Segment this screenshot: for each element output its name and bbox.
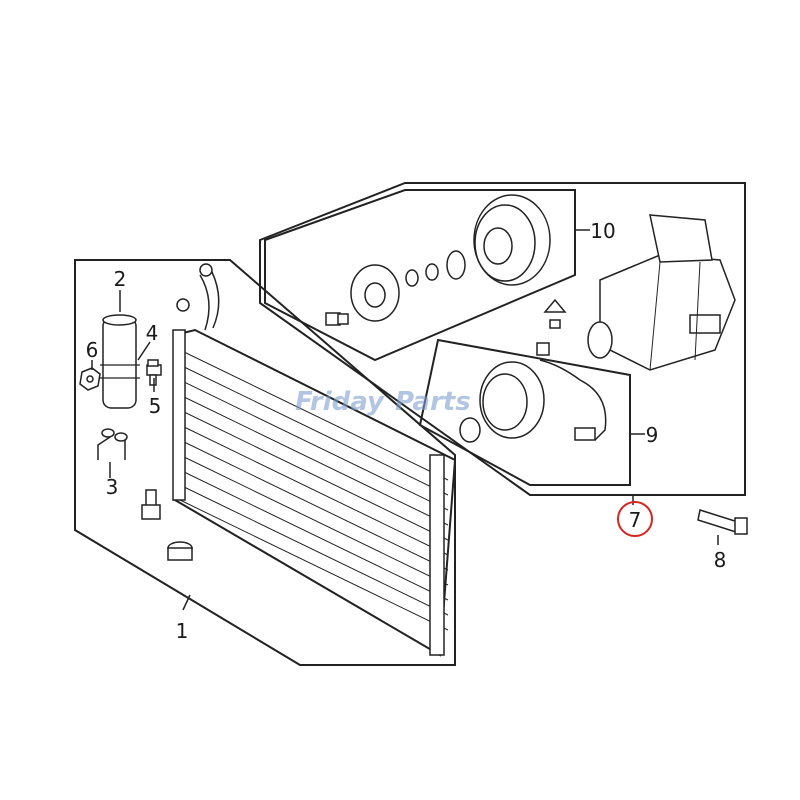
callout-9: 9 [646,423,659,447]
watermark-part1: Friday [295,387,385,417]
leader-lines [91,229,719,611]
watermark-part2: Parts [395,387,471,417]
callout-10: 10 [590,219,615,243]
small-parts [79,359,193,561]
compressor [587,214,736,371]
callout-1: 1 [176,619,189,643]
callout-8: 8 [714,548,727,572]
bolt [697,509,748,535]
compressor-group-outline [259,182,746,496]
callout-7: 7 [629,508,642,532]
watermark: Friday Parts [295,387,471,417]
callout-5: 5 [149,394,162,418]
callout-2: 2 [114,267,127,291]
callout-4: 4 [146,321,159,345]
highlight-circle [617,501,653,537]
receiver-drier [100,314,140,409]
callout-3: 3 [106,475,119,499]
callout-6: 6 [86,338,99,362]
condenser-group-outline [74,259,456,666]
pulley-group-outline [264,189,576,362]
clutch-coil [459,298,607,443]
clutch-pulley [325,194,551,326]
condenser [172,263,457,657]
coil-group-outline [418,338,631,486]
group-outlines [74,182,746,666]
